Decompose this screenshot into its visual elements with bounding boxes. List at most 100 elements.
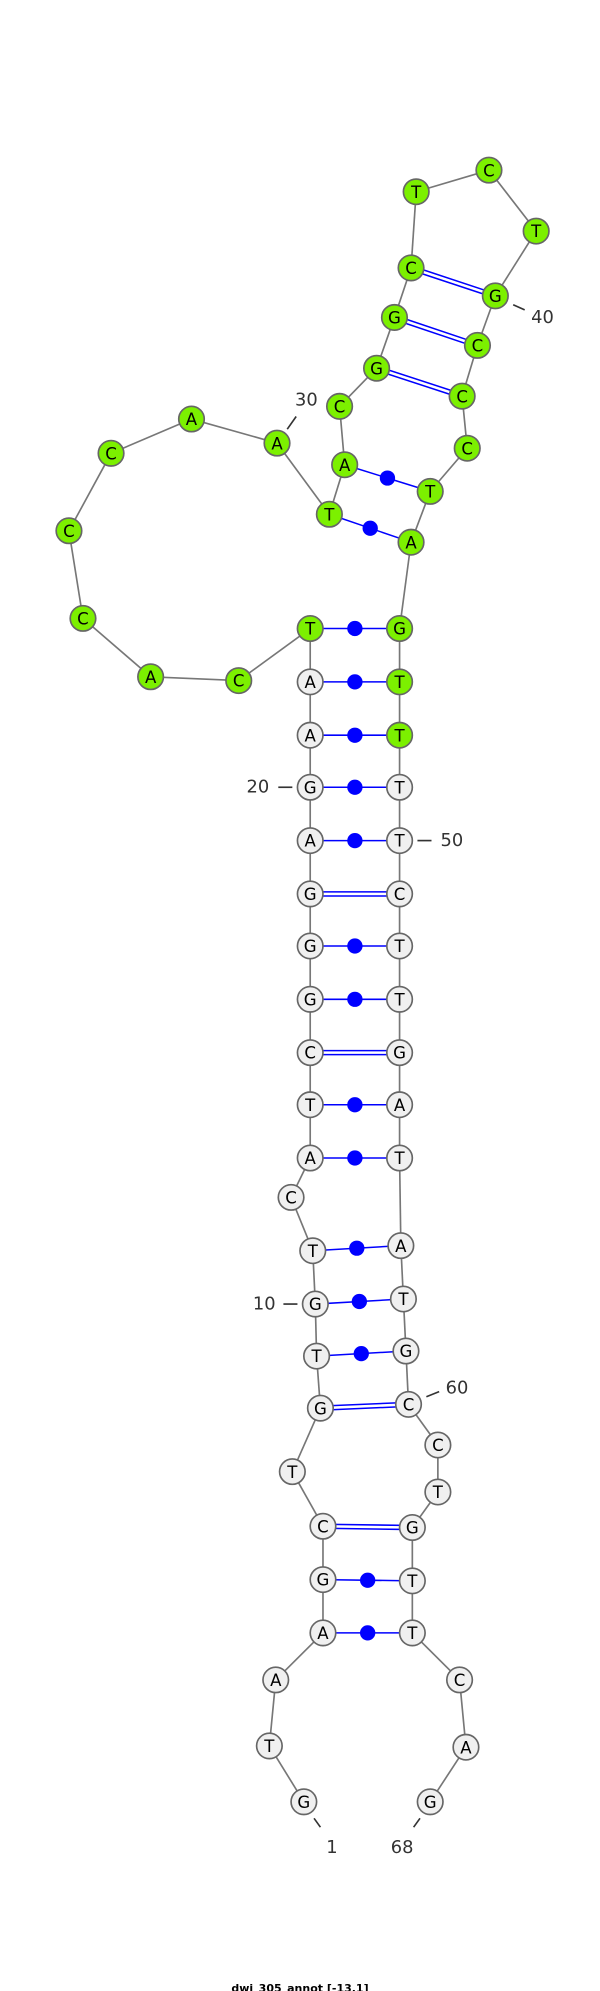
nucleotide-node xyxy=(453,434,481,462)
backbone-segment xyxy=(110,418,192,455)
position-number: 40 xyxy=(531,307,554,328)
nucleotide-node xyxy=(385,1144,414,1172)
nucleotide-node xyxy=(309,1512,337,1540)
nucleotide-node xyxy=(392,1337,420,1365)
gc-pair-line xyxy=(393,318,478,349)
nucleotide-letter: G xyxy=(393,620,406,639)
nucleotide-node xyxy=(325,392,354,420)
nucleotide-letter: G xyxy=(489,287,502,306)
backbone-segment xyxy=(191,418,278,444)
nucleotide-node xyxy=(225,667,253,695)
nucleotide-letter: A xyxy=(305,726,317,745)
nucleotide-node xyxy=(277,1183,305,1211)
nucleotide-letter: C xyxy=(304,1044,316,1063)
nucleotide-node xyxy=(296,880,324,908)
nucleotide-letter: G xyxy=(406,1519,419,1538)
position-number: 50 xyxy=(441,830,464,851)
nucleotide-node xyxy=(296,668,324,696)
wobble-pair-dot xyxy=(347,674,363,690)
nucleotide-letter: T xyxy=(394,673,406,692)
position-number: 60 xyxy=(446,1377,469,1398)
position-number: 30 xyxy=(295,390,318,411)
nucleotide-letter: C xyxy=(432,1436,444,1455)
wobble-pair-dot xyxy=(349,1240,365,1256)
nucleotide-letter: T xyxy=(394,990,406,1009)
backbone-segment xyxy=(398,1158,402,1246)
numbering-tick xyxy=(286,416,297,430)
nucleotide-letter: T xyxy=(394,778,406,797)
nucleotide-node xyxy=(385,668,414,696)
nucleotide-node xyxy=(402,178,430,206)
nucleotide-letter: T xyxy=(406,1624,418,1643)
nucleotide-node xyxy=(463,331,492,359)
nucleotide-node xyxy=(278,1458,306,1486)
nucleotide-letter: T xyxy=(286,1463,298,1482)
nucleotide-letter: T xyxy=(304,620,316,639)
nucleotide-letter: C xyxy=(63,522,75,541)
nucleotide-node xyxy=(290,1788,318,1816)
nucleotide-node xyxy=(397,254,425,282)
nucleotide-node xyxy=(397,528,425,556)
nucleotide-node xyxy=(398,1567,426,1595)
wobble-pair-dot xyxy=(347,938,363,954)
nucleotide-letter: T xyxy=(307,1242,319,1261)
backbone-segment xyxy=(68,530,84,619)
nucleotide-node xyxy=(385,1091,414,1119)
nucleotide-letter: G xyxy=(309,1295,322,1314)
nucleotide-node xyxy=(363,354,391,382)
wobble-pair-dot xyxy=(347,779,363,795)
nucleotide-node xyxy=(69,604,97,632)
nucleotide-letter: G xyxy=(388,309,401,328)
nucleotide-node xyxy=(296,773,324,801)
wobble-pair-dot xyxy=(347,1150,363,1166)
nucleotide-node xyxy=(299,1237,327,1265)
nucleotide-letter: C xyxy=(233,672,245,691)
nucleotide-node xyxy=(385,1039,414,1067)
backbone-segment xyxy=(82,617,152,678)
nucleotide-node xyxy=(296,932,324,960)
nucleotide-letter: C xyxy=(456,387,468,406)
nucleotide-node xyxy=(445,1666,474,1694)
wobble-pair-dot xyxy=(362,520,378,536)
numbering-tick xyxy=(512,303,526,311)
nucleotide-letter: A xyxy=(317,1624,329,1643)
nucleotide-node xyxy=(255,1732,283,1760)
nucleotide-node xyxy=(301,1290,329,1318)
nucleotide-letter: T xyxy=(263,1737,275,1756)
backbone-segment xyxy=(398,542,412,629)
nucleotide-letter: G xyxy=(400,1342,413,1361)
gc-pair-line xyxy=(411,265,497,295)
wobble-pair-dot xyxy=(347,727,363,743)
nucleotide-letter: C xyxy=(285,1189,297,1208)
nucleotide-letter: G xyxy=(317,1571,330,1590)
nucleotide-letter: C xyxy=(461,439,473,458)
nucleotide-letter: T xyxy=(432,1483,444,1502)
nucleotide-node xyxy=(481,282,509,310)
wobble-pair-dot xyxy=(379,470,396,486)
nucleotide-node xyxy=(475,156,503,184)
nucleotide-letter: T xyxy=(530,222,542,241)
nucleotide-node xyxy=(315,500,343,528)
nucleotide-letter: T xyxy=(394,832,406,851)
nucleotide-letter: G xyxy=(304,990,317,1009)
nucleotide-letter: T xyxy=(323,505,335,524)
nucleotide-node xyxy=(309,1566,337,1594)
nucleotide-node xyxy=(55,517,83,545)
nucleotide-letter: C xyxy=(317,1517,329,1536)
nucleotide-letter: T xyxy=(424,483,436,502)
nucleotide-node xyxy=(296,985,324,1013)
backbone-segment xyxy=(150,675,239,682)
nucleotide-letter: C xyxy=(403,1396,415,1415)
nucleotide-node xyxy=(385,773,414,801)
nucleotide-node xyxy=(385,615,414,643)
nucleotide-letter: C xyxy=(334,397,346,416)
nucleotide-node xyxy=(385,880,414,908)
nucleotide-node xyxy=(389,1285,417,1313)
nucleotide-node xyxy=(385,827,414,855)
nucleotide-node xyxy=(387,1232,415,1260)
nucleotide-letter: A xyxy=(405,533,417,552)
nucleotide-node xyxy=(452,1733,480,1761)
nucleotide-letter: C xyxy=(77,610,89,629)
nucleotide-node xyxy=(424,1431,452,1459)
